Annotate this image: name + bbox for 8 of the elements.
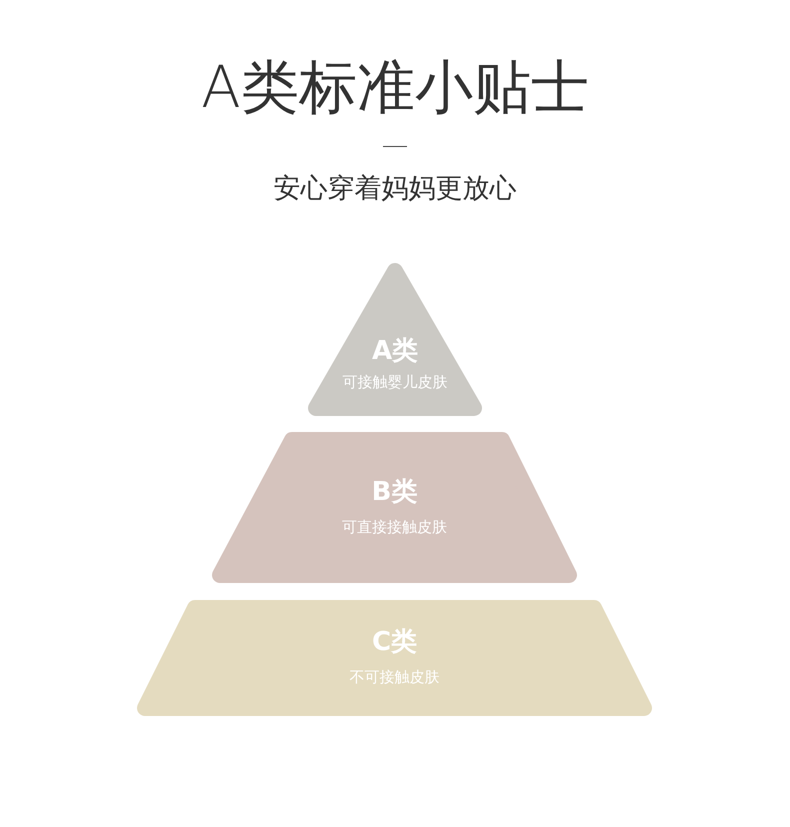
tier-description: 可直接接触皮肤 xyxy=(342,518,447,537)
subtitle: 安心穿着妈妈更放心 xyxy=(274,172,516,206)
tier-description: 可接触婴儿皮肤 xyxy=(342,373,448,392)
tier-heading: B类 xyxy=(372,476,418,509)
tier-heading: A类 xyxy=(372,335,418,368)
page-title: A类标准小贴士 xyxy=(201,52,589,122)
tier-description: 不可接触皮肤 xyxy=(350,668,440,687)
tier-heading: C类 xyxy=(372,626,418,659)
